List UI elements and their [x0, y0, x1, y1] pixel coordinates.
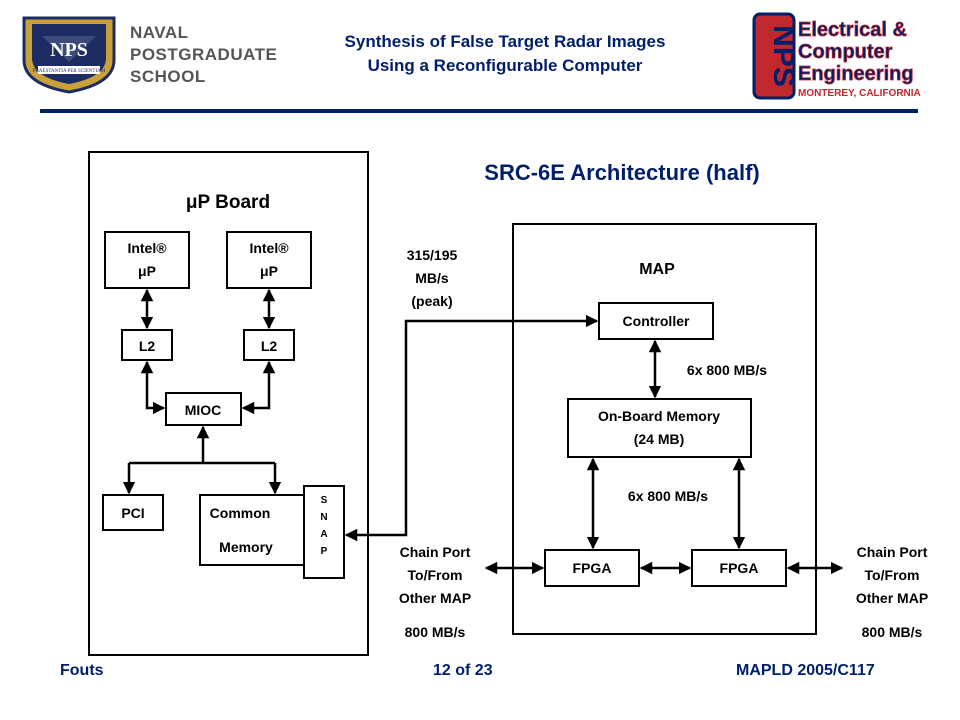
ece-line-1: Electrical &	[798, 19, 907, 41]
mioc-box	[165, 392, 242, 426]
diagram-title: SRC-6E Architecture (half)	[484, 160, 759, 185]
cpu-2-line-1: Intel®	[249, 240, 289, 256]
l2b-mioc-link	[241, 360, 276, 415]
fpga-2-label: FPGA	[720, 560, 759, 576]
snap-letter-n: N	[320, 512, 327, 523]
cpu-2-box	[226, 231, 312, 289]
chain-right-bandwidth: 800 MB/s	[862, 624, 923, 640]
ece-line-4: MONTEREY, CALIFORNIA	[798, 88, 921, 99]
school-line-3: SCHOOL	[130, 67, 206, 86]
seal-text: NPS	[50, 39, 88, 61]
school-line-2: POSTGRADUATE	[130, 45, 278, 64]
cpu-1-line-2: μP	[138, 263, 156, 279]
controller-label: Controller	[623, 313, 690, 329]
ece-line-3: Engineering	[798, 63, 914, 85]
l2a-mioc-link	[140, 360, 166, 415]
footer-conference: MAPLD 2005/C117	[736, 662, 875, 679]
snap-letter-s: S	[321, 495, 328, 506]
map-title: MAP	[639, 261, 675, 278]
link-bandwidth-line-1: 315/195	[407, 247, 458, 263]
nps-seal-logo: NPS PRAESTANTIA PER SCIENTIAM	[22, 16, 116, 94]
chain-right-line-1: Chain Port	[857, 544, 928, 560]
ece-line-2: Computer	[798, 41, 893, 63]
footer-author: Fouts	[60, 662, 104, 679]
up-board-connectors	[122, 288, 282, 495]
snap-controller-link	[344, 314, 599, 542]
on-board-memory-box	[567, 398, 752, 458]
controller-box	[598, 302, 714, 340]
presentation-title: Synthesis of False Target Radar Images U…	[270, 30, 740, 78]
chain-left-line-2: To/From	[408, 567, 463, 583]
chain-right-line-3: Other MAP	[856, 590, 928, 606]
l2-cache-2-box	[243, 329, 295, 361]
cpu-1-box	[104, 231, 190, 289]
common-memory-line-2: Memory	[219, 539, 273, 555]
snap-letter-p: P	[321, 546, 328, 557]
l2-cache-2-label: L2	[261, 338, 278, 354]
cpu-1-line-1: Intel®	[127, 240, 167, 256]
snap-box	[303, 485, 345, 579]
chain-left-line-3: Other MAP	[399, 590, 471, 606]
school-line-1: NAVAL	[130, 23, 189, 42]
fpga-2-box	[691, 549, 787, 587]
on-board-memory-line-1: On-Board Memory	[598, 408, 720, 424]
chain-left-bandwidth: 800 MB/s	[405, 624, 466, 640]
common-memory-box	[199, 494, 311, 566]
controller-memory-bandwidth: 6x 800 MB/s	[687, 362, 767, 378]
fpga-1-label: FPGA	[573, 560, 612, 576]
footer-page-number: 12 of 23	[433, 662, 493, 679]
pci-box	[102, 494, 164, 531]
l2-cache-1-label: L2	[139, 338, 156, 354]
on-board-memory-line-2: (24 MB)	[634, 431, 685, 447]
ece-logo: NPS Electrical & Computer Engineering MO…	[752, 12, 921, 100]
snap-letter-a: A	[320, 529, 327, 540]
l2-cache-1-box	[121, 329, 173, 361]
fpga-1-box	[544, 549, 640, 587]
link-bandwidth-line-2: MB/s	[415, 270, 449, 286]
ece-letters: NPS	[767, 25, 800, 87]
mioc-label: MIOC	[185, 402, 222, 418]
title-line-2: Using a Reconfigurable Computer	[367, 56, 643, 75]
up-board-title: μP Board	[186, 192, 270, 213]
common-memory-line-1: Common	[210, 505, 271, 521]
school-name: NAVAL POSTGRADUATE SCHOOL	[130, 22, 277, 88]
pci-label: PCI	[121, 505, 144, 521]
header-divider	[40, 109, 918, 113]
map-frame	[512, 223, 817, 635]
chain-left-line-1: Chain Port	[400, 544, 471, 560]
cpu-2-line-2: μP	[260, 263, 278, 279]
title-line-1: Synthesis of False Target Radar Images	[344, 32, 666, 51]
memory-fpga-bandwidth: 6x 800 MB/s	[628, 488, 708, 504]
link-bandwidth-line-3: (peak)	[411, 293, 452, 309]
seal-motto: PRAESTANTIA PER SCIENTIAM	[33, 69, 106, 74]
chain-right-line-2: To/From	[865, 567, 920, 583]
